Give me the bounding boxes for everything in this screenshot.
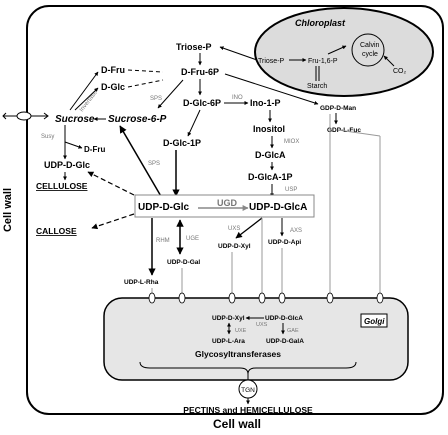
d-glca: D-GlcA — [255, 150, 286, 160]
callose: CALLOSE — [36, 226, 77, 236]
tgn-label: TGN — [241, 387, 255, 394]
golgi-udp-l-ara: UDP-L-Ara — [212, 338, 245, 345]
transport-lines — [151, 114, 381, 298]
udp-d-xyl: UDP-D-Xyl — [218, 243, 251, 250]
d-fru-mid: D-Fru — [84, 145, 105, 154]
golgi-udp-d-gala: UDP-D-GalA — [266, 338, 304, 345]
udp-d-glc-top: UDP-D-Glc — [44, 160, 90, 170]
sucrose: Sucrose — [55, 114, 95, 125]
d-glca-1p: D-GlcA-1P — [248, 172, 293, 182]
calvin-cycle-label: Calvin — [360, 42, 380, 49]
cellulose: CELLULOSE — [36, 181, 88, 191]
golgi-compartment — [103, 297, 409, 381]
glycosyltransferases: Glycosyltransferases — [195, 349, 281, 359]
golgi-label-box — [360, 313, 388, 328]
ino-enzyme: INO — [232, 95, 243, 101]
calvin-cycle-label-2: cycle — [362, 51, 378, 58]
d-glc-6p: D-Glc-6P — [183, 98, 221, 108]
chloroplast: Chloroplast Triose-P Fru-1,6-P Calvin cy… — [254, 7, 434, 97]
gdp-d-man: GDP-D-Man — [320, 105, 356, 112]
sps-top-enzyme: SPS — [150, 96, 162, 102]
golgi-gae-enzyme: GAE — [287, 328, 299, 334]
golgi-uxs-enzyme: UXS — [256, 322, 268, 328]
udp-d-api: UDP-D-Api — [268, 239, 301, 246]
calvin-cycle-circle — [351, 33, 385, 67]
golgi-uxe-enzyme: UXE — [235, 328, 247, 334]
sucrose-6-p: Sucrose-6-P — [108, 114, 167, 125]
miox-enzyme: MIOX — [284, 139, 299, 145]
udp-sugar-box — [134, 194, 315, 218]
d-fru-6p: D-Fru-6P — [181, 67, 219, 77]
usp-enzyme: USP — [285, 187, 297, 193]
d-fru-top: D-Fru — [101, 65, 125, 75]
axs-enzyme: AXS — [290, 228, 302, 234]
udp-d-gal: UDP-D-Gal — [167, 259, 200, 266]
d-glc-1p: D-Glc-1P — [163, 138, 201, 148]
rhm-enzyme: RHM — [156, 238, 170, 244]
sps-mid-enzyme: SPS — [148, 161, 160, 167]
susy-enzyme: Susy — [41, 134, 54, 140]
membrane-transporter — [2, 111, 49, 121]
chloroplast-label: Chloroplast — [295, 18, 346, 28]
d-glc-top: D-Glc — [101, 82, 125, 92]
co2-label: CO₂ — [393, 68, 407, 75]
fru-1-6-p: Fru-1,6-P — [308, 58, 338, 65]
uxs-enzyme-1: UXS — [228, 226, 240, 232]
ugd-enzyme: UGD — [217, 198, 238, 208]
udp-d-glc: UDP-D-Glc — [138, 202, 190, 213]
cell-wall-bottom-label: Cell wall — [213, 417, 261, 431]
triose-p: Triose-P — [176, 42, 212, 52]
golgi-label: Golgi — [364, 317, 385, 326]
golgi-udp-d-xyl: UDP-D-Xyl — [212, 315, 245, 322]
chloroplast-triose-p: Triose-P — [258, 58, 285, 65]
uge-enzyme: UGE — [186, 236, 199, 242]
pectins-hemicellulose: PECTINS and HEMICELLULOSE — [183, 405, 313, 415]
ino-1-p: Ino-1-P — [250, 98, 281, 108]
udp-l-rha: UDP-L-Rha — [124, 279, 159, 286]
cell-wall-left-label: Cell wall — [2, 188, 14, 232]
golgi-udp-d-glca: UDP-D-GlcA — [265, 315, 303, 322]
golgi-transporters — [148, 292, 384, 304]
inositol: Inositol — [253, 124, 285, 134]
udp-d-glca: UDP-D-GlcA — [249, 202, 307, 213]
starch-label: Starch — [307, 83, 327, 90]
